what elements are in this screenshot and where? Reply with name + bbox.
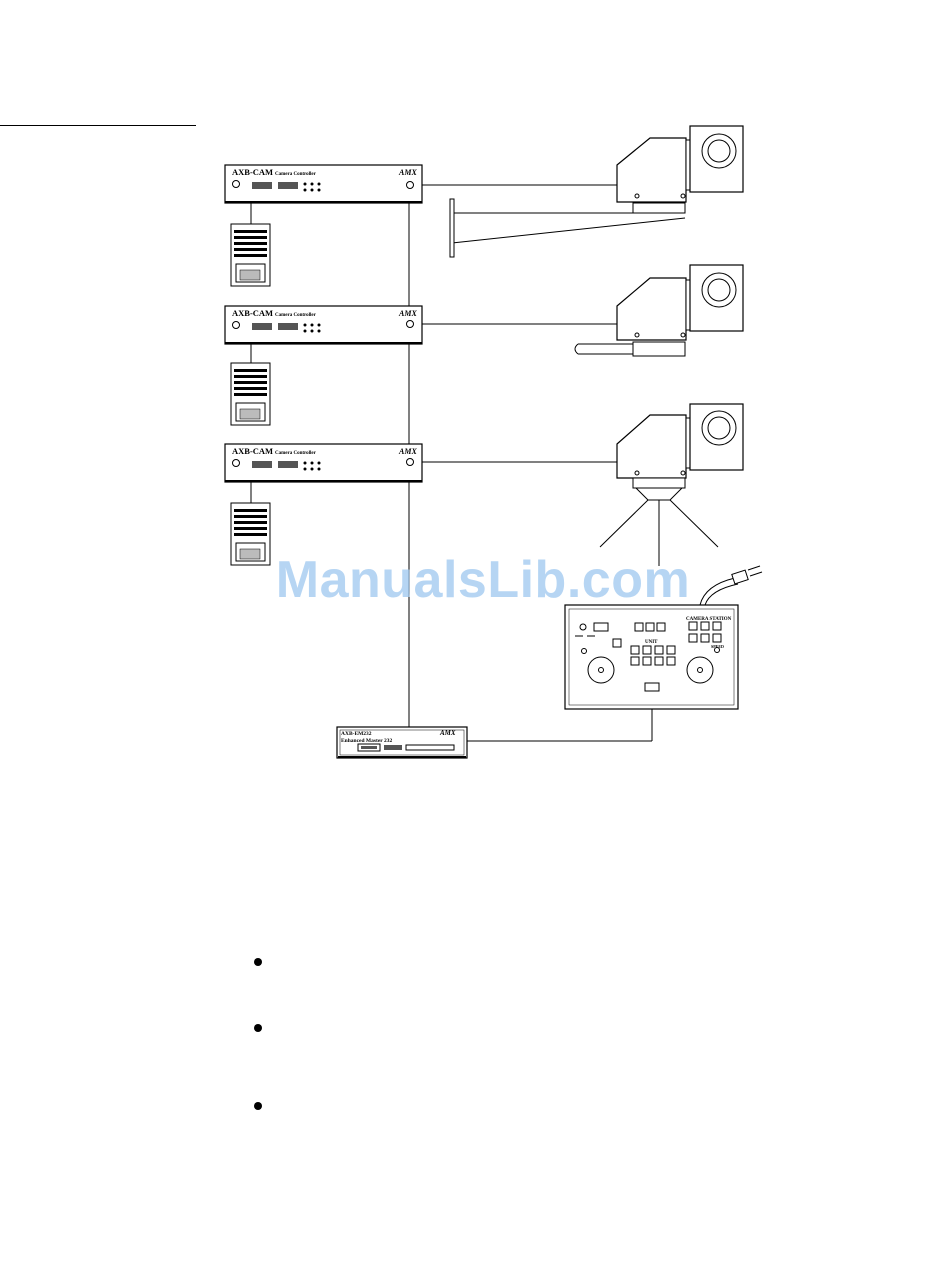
camera-1	[450, 126, 743, 257]
controller-2-brand: AMX	[398, 309, 417, 318]
camera-controller-3: AXB-CAM Camera Controller AMX	[225, 444, 422, 482]
controller-3-title: AXB-CAM	[232, 446, 273, 456]
camera-2	[575, 265, 743, 356]
controller-1-brand: AMX	[398, 168, 417, 177]
bullet-point-3	[254, 1102, 262, 1110]
master-title: AXB-EM232	[341, 731, 372, 737]
power-supply-3	[231, 482, 270, 565]
master-subtitle: Enhanced Master 232	[341, 738, 392, 744]
controller-2-subtitle: Camera Controller	[275, 313, 317, 318]
camera-3	[600, 404, 743, 566]
enhanced-master-unit: AXB-EM232 Enhanced Master 232 AMX	[337, 727, 467, 758]
panel-speed-label: SPEED	[711, 644, 724, 649]
panel-station-label: CAMERA STATION	[686, 617, 732, 622]
controller-1-title: AXB-CAM	[232, 167, 273, 177]
camera-controller-1: AXB-CAM Camera Controller AMX	[225, 165, 422, 203]
master-brand: AMX	[439, 729, 456, 737]
controller-3-subtitle: Camera Controller	[275, 451, 317, 456]
panel-unit-label: UNIT	[645, 640, 658, 645]
watermark: ManualsLib.com	[268, 550, 698, 610]
power-supply-2	[231, 344, 270, 425]
controller-2-title: AXB-CAM	[232, 308, 273, 318]
bullet-point-1	[254, 958, 262, 966]
power-supply-1	[231, 203, 270, 286]
controller-3-brand: AMX	[398, 447, 417, 456]
controller-1-subtitle: Camera Controller	[275, 172, 317, 177]
camera-controller-2: AXB-CAM Camera Controller AMX	[225, 306, 422, 344]
bullet-point-2	[254, 1024, 262, 1032]
